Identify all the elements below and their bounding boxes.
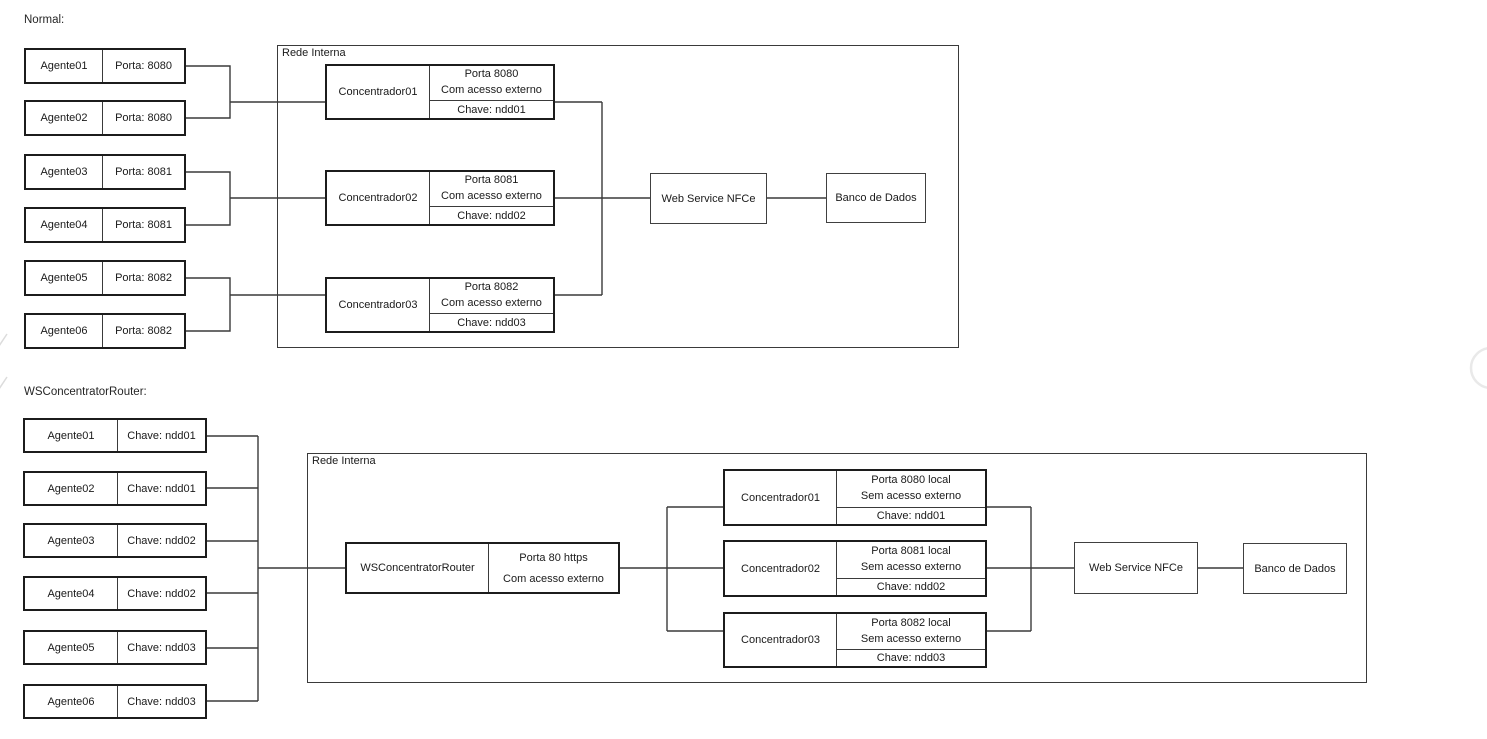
agent-name: Agente03	[25, 525, 118, 556]
agent-box-agente04: Agente04 Porta: 8081	[24, 207, 186, 243]
concentrator-key: Chave: ndd02	[837, 578, 985, 595]
agent-name: Agente02	[26, 102, 103, 134]
agent-key: Chave: ndd01	[127, 429, 196, 442]
concentrator-box-02: Concentrador02 Porta 8081 local Sem aces…	[723, 540, 987, 597]
database-box: Banco de Dados	[1243, 543, 1347, 594]
page-edge-artifacts	[0, 333, 1487, 389]
concentrator-access: Sem acesso externo	[860, 490, 962, 502]
connector	[186, 277, 231, 332]
rede-interna-label: Rede Interna	[282, 47, 346, 59]
concentrator-box-03: Concentrador03 Porta 8082 Com acesso ext…	[325, 277, 555, 333]
concentrator-key: Chave: ndd03	[430, 313, 553, 331]
agent-name: Agente02	[25, 473, 118, 504]
agent-name: Agente06	[26, 315, 103, 347]
agent-key: Chave: ndd02	[127, 587, 196, 600]
agent-box-agente01: Agente01 Porta: 8080	[24, 48, 186, 84]
connector	[186, 65, 231, 119]
concentrator-port: Porta 8081	[464, 174, 519, 187]
agent-port: Porta: 8082	[115, 325, 172, 337]
concentrator-box-01: Concentrador01 Porta 8080 local Sem aces…	[723, 469, 987, 526]
concentrator-port: Porta 8081 local	[871, 545, 951, 558]
agent-box-agente05: Agente05 Chave: ndd03	[23, 630, 207, 665]
agent-port: Porta: 8081	[115, 219, 172, 231]
page-artifact-mark	[0, 376, 8, 389]
agent-port: Porta: 8080	[115, 112, 172, 124]
agent-key: Chave: ndd01	[127, 482, 196, 495]
agent-box-agente03: Agente03 Chave: ndd02	[23, 523, 207, 558]
concentrator-name: Concentrador01	[327, 66, 430, 118]
concentrator-name: Concentrador03	[725, 614, 837, 666]
concentrator-key: Chave: ndd01	[430, 100, 553, 118]
agent-name: Agente01	[26, 50, 103, 82]
concentrator-name: Concentrador02	[327, 172, 430, 224]
agent-box-agente05: Agente05 Porta: 8082	[24, 260, 186, 296]
agent-box-agente01: Agente01 Chave: ndd01	[23, 418, 207, 453]
agent-box-agente02: Agente02 Porta: 8080	[24, 100, 186, 136]
agent-box-agente06: Agente06 Chave: ndd03	[23, 684, 207, 719]
router-name: WSConcentratorRouter	[347, 544, 489, 592]
concentrator-access: Sem acesso externo	[860, 632, 962, 645]
database-box: Banco de Dados	[826, 173, 926, 223]
agent-name: Agente04	[26, 209, 103, 241]
agent-port: Porta: 8080	[115, 60, 172, 72]
agent-name: Agente01	[25, 420, 118, 451]
agent-name: Agente05	[25, 632, 118, 663]
wsconcentratorrouter-box: WSConcentratorRouter Porta 80 https Com …	[345, 542, 620, 594]
rede-interna-frame-normal: Rede Interna	[277, 45, 959, 348]
agent-key: Chave: ndd03	[127, 641, 196, 654]
concentrator-box-02: Concentrador02 Porta 8081 Com acesso ext…	[325, 170, 555, 226]
concentrator-box-01: Concentrador01 Porta 8080 Com acesso ext…	[325, 64, 555, 120]
page-artifact-circle	[1469, 347, 1487, 389]
agent-box-agente03: Agente03 Porta: 8081	[24, 154, 186, 190]
agent-key: Chave: ndd03	[127, 695, 196, 708]
agent-name: Agente03	[26, 156, 103, 188]
diagram-title-router: WSConcentratorRouter:	[24, 386, 147, 398]
concentrator-key: Chave: ndd02	[430, 206, 553, 224]
concentrator-access: Com acesso externo	[441, 190, 542, 202]
concentrator-name: Concentrador01	[725, 471, 837, 524]
connectors-normal	[186, 65, 826, 332]
rede-interna-label: Rede Interna	[312, 455, 376, 467]
agent-box-agente04: Agente04 Chave: ndd02	[23, 576, 207, 611]
agent-name: Agente04	[25, 578, 118, 609]
concentrator-key: Chave: ndd03	[837, 649, 985, 666]
concentrator-key: Chave: ndd01	[837, 507, 985, 524]
agent-name: Agente06	[25, 686, 118, 717]
page-artifact-mark	[0, 333, 8, 346]
diagram-title-normal: Normal:	[24, 14, 65, 26]
concentrator-access: Com acesso externo	[441, 84, 542, 96]
concentrator-port: Porta 8080 local	[871, 474, 951, 487]
webservice-box: Web Service NFCe	[650, 173, 767, 224]
connectors-router	[207, 435, 1243, 702]
connector	[186, 171, 231, 226]
agent-box-agente06: Agente06 Porta: 8082	[24, 313, 186, 349]
concentrator-port: Porta 8082	[464, 281, 519, 294]
agent-name: Agente05	[26, 262, 103, 294]
webservice-box: Web Service NFCe	[1074, 542, 1198, 594]
concentrator-access: Sem acesso externo	[860, 561, 962, 573]
concentrator-name: Concentrador03	[327, 279, 430, 331]
concentrator-name: Concentrador02	[725, 542, 837, 595]
agent-key: Chave: ndd02	[127, 534, 196, 547]
agent-box-agente02: Agente02 Chave: ndd01	[23, 471, 207, 506]
concentrator-access: Com acesso externo	[441, 297, 542, 309]
agent-port: Porta: 8081	[115, 166, 172, 178]
router-access: Com acesso externo	[503, 572, 604, 585]
router-port: Porta 80 https	[519, 551, 588, 564]
agent-port: Porta: 8082	[115, 272, 172, 284]
concentrator-port: Porta 8080	[464, 68, 519, 81]
concentrator-port: Porta 8082 local	[871, 616, 951, 629]
concentrator-box-03: Concentrador03 Porta 8082 local Sem aces…	[723, 612, 987, 668]
